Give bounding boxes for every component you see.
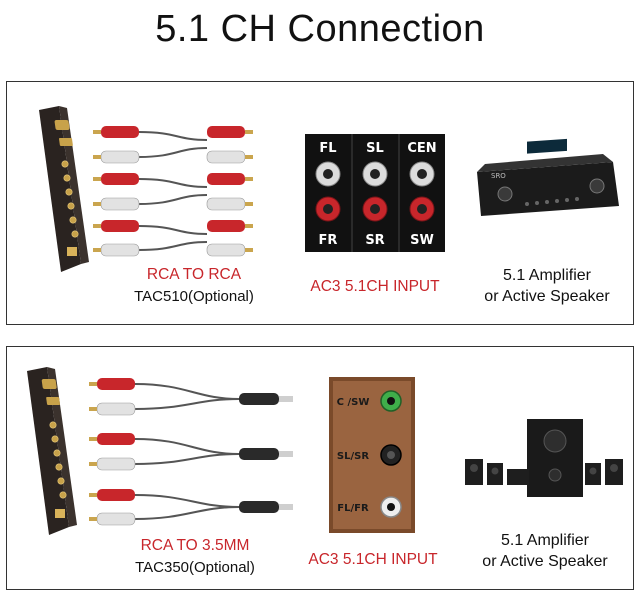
jack-label-fl: FL [319,141,336,156]
jack-label-fl-fr: FL/FR [337,503,369,514]
cable-type-label: RCA TO RCA [146,266,242,283]
decoder-box [27,367,77,535]
jack-label-sw: SW [410,233,434,248]
device-label-line2: or Active Speaker [482,553,608,570]
rca-connection-panel: FL SL CEN FR SR SW SRO RCA TO RCA TAC510… [6,81,634,325]
amplifier-image: SRO [477,138,619,216]
rca-connection-diagram: FL SL CEN FR SR SW SRO [39,106,619,272]
rca-input-jack-panel: FL SL CEN FR SR SW [305,134,445,252]
jack-label-c-sw: C /SW [337,397,370,408]
cable-type-label: RCA TO 3.5MM [140,537,250,554]
page-title: 5.1 CH Connection [155,8,485,50]
jack-label-sl-sr: SL/SR [337,451,369,462]
speaker-system-image [465,419,623,497]
jack-label-sr: SR [365,233,384,248]
jack-label-fr: FR [319,233,338,248]
cable-model-label: TAC510(Optional) [134,288,254,305]
input-title-label: AC3 5.1CH INPUT [308,551,438,568]
cable-model-label: TAC350(Optional) [135,559,255,576]
input-title-label: AC3 5.1CH INPUT [310,278,440,295]
jack-label-sl: SL [366,141,384,156]
rca-cable-pairs [93,126,253,257]
amp-brand-text: SRO [491,172,506,180]
rca-to-35mm-cables [89,378,293,526]
device-label-line1: 5.1 Amplifier [500,532,590,549]
device-label-line1: 5.1 Amplifier [502,267,592,284]
rca-to-35mm-diagram: C /SW SL/SR FL/FR [27,367,623,535]
rca-to-35mm-panel: C /SW SL/SR FL/FR RCA TO 3.5MM TAC350(Op… [6,346,634,590]
jack-label-cen: CEN [407,141,436,156]
decoder-box [39,106,89,272]
device-label-line2: or Active Speaker [484,288,610,305]
35mm-input-jack-panel: C /SW SL/SR FL/FR [329,377,415,533]
